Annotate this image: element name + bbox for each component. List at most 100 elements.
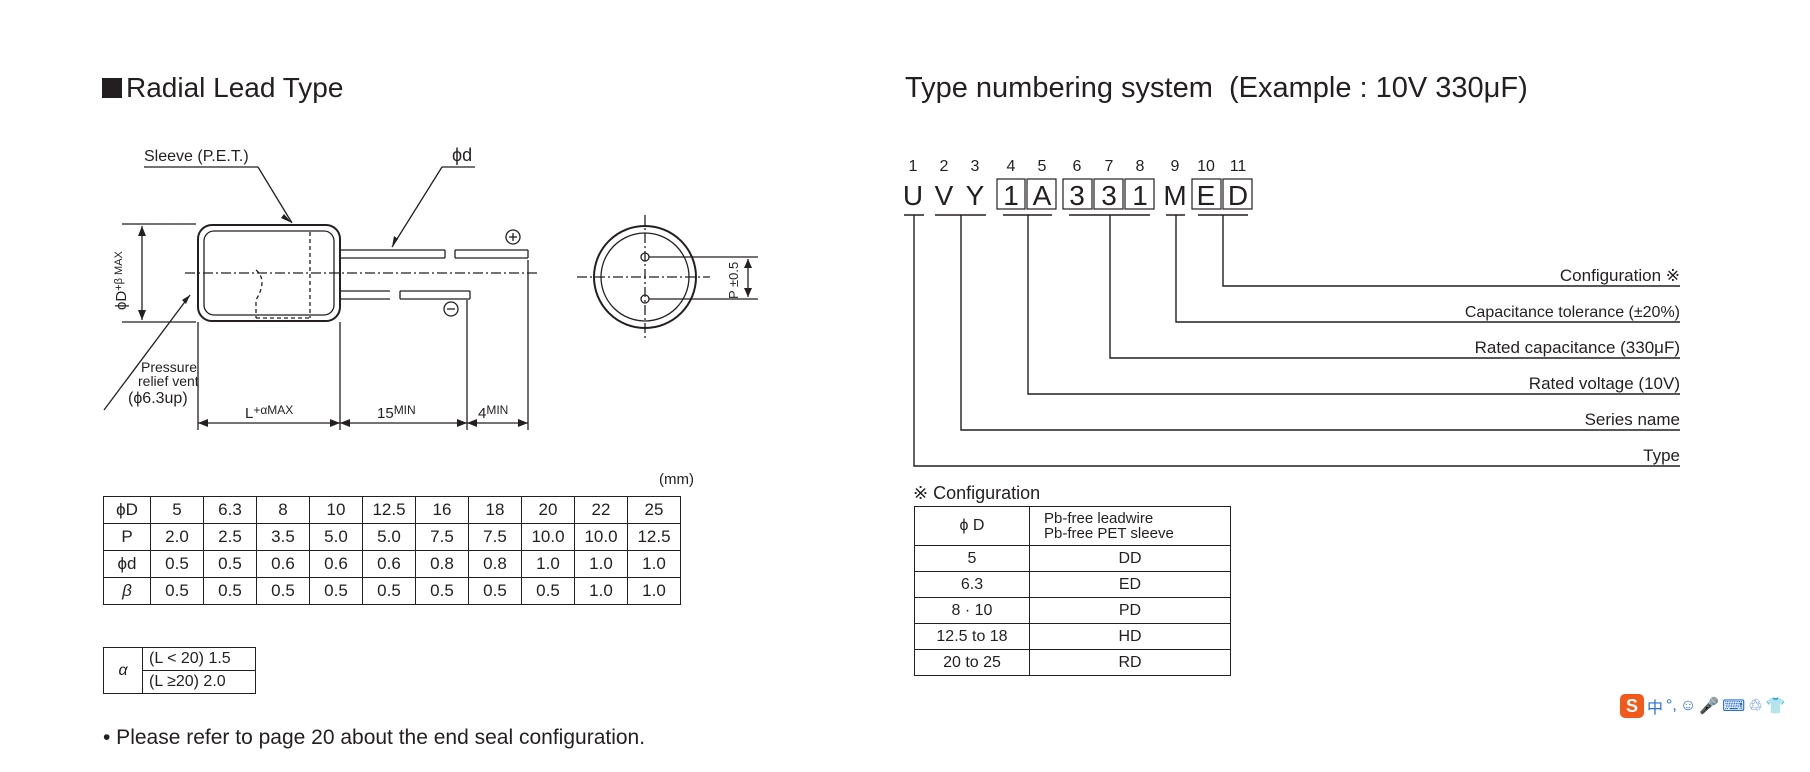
config-diameter-cell: 8 · 10 xyxy=(914,597,1030,624)
dimension-cell: 1.0 xyxy=(521,550,575,578)
alpha-symbol: α xyxy=(103,647,143,694)
config-header-sleeve: Pb-free PET sleeve xyxy=(1044,525,1174,542)
dimension-cell: 0.5 xyxy=(203,550,257,578)
code-char-7: 3 xyxy=(1101,180,1117,211)
diameter-dimension-label: ϕD+β MAX xyxy=(113,250,130,310)
dimension-cell: 7.5 xyxy=(415,523,469,551)
punctuation-button[interactable]: °, xyxy=(1666,697,1677,714)
position-8: 8 xyxy=(1136,158,1145,175)
dimension-cell: 0.6 xyxy=(256,550,310,578)
dimension-cell: 0.5 xyxy=(203,577,257,605)
dimension-cell: 8 xyxy=(256,496,310,524)
microphone-icon[interactable]: 🎤 xyxy=(1699,698,1720,715)
code-char-11: D xyxy=(1228,180,1248,211)
label-capacitance: Rated capacitance (330μF) xyxy=(1475,338,1680,357)
config-code-cell: DD xyxy=(1029,545,1231,572)
position-6: 6 xyxy=(1073,158,1082,175)
radial-lead-heading: Radial Lead Type xyxy=(102,72,343,104)
dimension-cell: 16 xyxy=(415,496,469,524)
dimension-cell: 1.0 xyxy=(574,577,628,605)
dimension-cell: 0.5 xyxy=(256,577,310,605)
dimension-cell: 10 xyxy=(309,496,363,524)
code-char-3: Y xyxy=(966,180,985,211)
position-10: 10 xyxy=(1197,158,1215,175)
dimension-cell: 0.5 xyxy=(521,577,575,605)
config-diameter-cell: 6.3 xyxy=(914,571,1030,598)
code-char-5: A xyxy=(1033,180,1052,211)
vent-label-1: Pressure xyxy=(141,359,197,375)
dimension-cell: 5.0 xyxy=(309,523,363,551)
position-2: 2 xyxy=(940,158,949,175)
code-char-1: U xyxy=(903,180,923,211)
alpha-table: α (L < 20) 1.5 (L ≥20) 2.0 xyxy=(103,647,256,694)
position-5: 5 xyxy=(1038,158,1047,175)
dimension-cell: 1.0 xyxy=(627,577,681,605)
dimension-row-header: ϕd xyxy=(103,550,151,578)
code-letters: U V Y 1 A 3 3 1 M E D xyxy=(903,180,1248,211)
tools-icon[interactable]: ♲ xyxy=(1748,698,1763,715)
config-header-leadwire: Pb-free leadwire xyxy=(1044,510,1154,527)
vent-label-3: (ϕ6.3up) xyxy=(128,390,188,407)
end-seal-note: • Please refer to page 20 about the end … xyxy=(103,726,646,749)
code-char-10: E xyxy=(1197,180,1216,211)
sogou-logo-icon[interactable]: S xyxy=(1620,694,1644,718)
keyboard-icon[interactable]: ⌨ xyxy=(1722,698,1746,715)
dimension-cell: 12.5 xyxy=(362,496,416,524)
radial-lead-title: Radial Lead Type xyxy=(126,72,344,103)
ime-toolbar[interactable]: S 中 °, ☺ 🎤 ⌨ ♲ 👕 xyxy=(1620,694,1785,718)
pitch-label: P ±0.5 xyxy=(726,262,741,299)
label-configuration: Configuration ※ xyxy=(1560,266,1680,285)
dimension-cell: 0.6 xyxy=(362,550,416,578)
dimension-cell: 0.5 xyxy=(362,577,416,605)
square-bullet-icon xyxy=(102,78,122,98)
code-char-2: V xyxy=(935,180,954,211)
lead-length-label: 15MIN xyxy=(377,403,416,422)
dimension-cell: 0.5 xyxy=(468,577,522,605)
config-code-cell: HD xyxy=(1029,623,1231,650)
configuration-title: ※ Configuration xyxy=(913,483,1041,503)
dimension-row-header: ϕD xyxy=(103,496,151,524)
dimension-row-header: P xyxy=(103,523,151,551)
svg-text:ϕD+β MAX: ϕD+β MAX xyxy=(113,250,130,310)
code-char-4: 1 xyxy=(1003,180,1019,211)
dimension-cell: 10.0 xyxy=(574,523,628,551)
dimension-cell: 22 xyxy=(574,496,628,524)
config-diameter-cell: 5 xyxy=(914,545,1030,572)
unit-label: (mm) xyxy=(659,471,694,488)
code-char-9: M xyxy=(1163,180,1186,211)
position-7: 7 xyxy=(1105,158,1114,175)
sleeve-label: Sleeve (P.E.T.) xyxy=(144,148,249,165)
dimension-cell: 0.5 xyxy=(309,577,363,605)
dimension-cell: 0.5 xyxy=(150,577,204,605)
lead-diameter-label: ϕd xyxy=(452,145,472,165)
position-1: 1 xyxy=(909,158,918,175)
dimension-cell: 1.0 xyxy=(574,550,628,578)
dimension-cell: 12.5 xyxy=(627,523,681,551)
position-11: 11 xyxy=(1230,158,1247,175)
dimension-row-header: β xyxy=(103,577,151,605)
config-diameter-cell: 12.5 to 18 xyxy=(914,623,1030,650)
config-header-diameter: ϕ D xyxy=(914,506,1030,546)
dimension-cell: 0.8 xyxy=(468,550,522,578)
vent-label-2: relief vent xyxy=(138,373,199,389)
position-4: 4 xyxy=(1007,158,1016,175)
alpha-row-1: (L < 20) 1.5 xyxy=(142,647,256,671)
dimension-cell: 0.5 xyxy=(415,577,469,605)
label-tolerance: Capacitance tolerance (±20%) xyxy=(1465,304,1680,321)
skin-icon[interactable]: 👕 xyxy=(1765,698,1786,715)
chinese-mode-button[interactable]: 中 xyxy=(1647,700,1664,717)
configuration-table: ϕ D Pb-free leadwire Pb-free PET sleeve … xyxy=(914,506,1231,676)
alpha-row-2: (L ≥20) 2.0 xyxy=(142,670,256,694)
dimension-cell: 0.5 xyxy=(150,550,204,578)
end-length-label: 4MIN xyxy=(478,403,508,422)
emoji-icon[interactable]: ☺ xyxy=(1679,697,1697,714)
config-diameter-cell: 20 to 25 xyxy=(914,649,1030,676)
